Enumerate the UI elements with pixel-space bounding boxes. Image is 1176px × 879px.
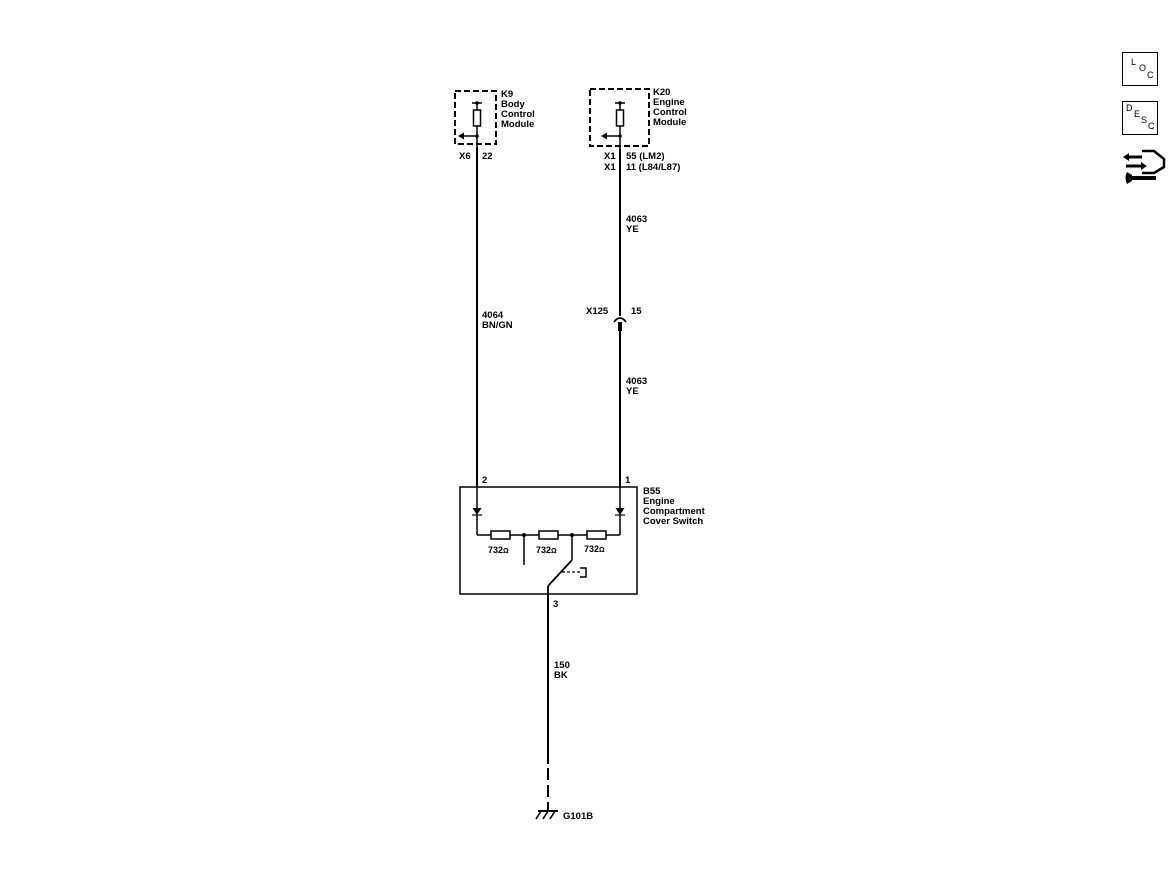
- k9-body-control-module[interactable]: K9 Body Control Module X6 22: [454, 89, 535, 162]
- desc-button[interactable]: D E S C: [1122, 101, 1158, 135]
- switch-pin-left: 2: [482, 475, 487, 486]
- switch-ref: B55: [643, 486, 661, 497]
- wire-4064-circuit: 4064: [482, 310, 504, 321]
- k20-connector-1: X1: [604, 151, 616, 162]
- switch-name-line-1: Engine: [643, 496, 675, 507]
- wire-150-circuit: 150: [554, 660, 570, 671]
- k9-ref: K9: [501, 89, 513, 100]
- b55-engine-compartment-cover-switch[interactable]: 2 1 B55 Engine Compartment Cover Switch …: [459, 475, 706, 610]
- k9-module-outline: [454, 90, 497, 145]
- ground-ref: G101B: [563, 811, 593, 822]
- resistor-3: [586, 530, 607, 540]
- connector-male-icon: [618, 322, 622, 331]
- x125-pin: 15: [631, 306, 642, 317]
- k20-name-line-2: Control: [653, 107, 687, 118]
- resistor-1: [490, 530, 511, 540]
- resistor-1-value: 732Ω: [488, 545, 509, 555]
- switch-actuator-icon: [580, 567, 587, 578]
- wire-4063-lower-color: YE: [626, 386, 639, 397]
- k20-input-arrow-icon: [601, 132, 607, 140]
- desc-letter-1: D: [1126, 103, 1133, 113]
- k9-internal-resistor: [472, 109, 482, 127]
- terminal-arrow-icon: [615, 508, 625, 515]
- resistor-2: [538, 530, 559, 540]
- k9-pin: 22: [482, 151, 493, 162]
- wire-150-color: BK: [554, 670, 568, 681]
- k20-name-line-1: Engine: [653, 97, 685, 108]
- wire-4063-upper-circuit: 4063: [626, 214, 647, 225]
- k20-pin-2: 11 (L84/L87): [626, 162, 680, 173]
- switch-outline: [459, 486, 638, 595]
- k9-name-line-1: Body: [501, 99, 525, 110]
- k9-connector: X6: [459, 151, 471, 162]
- k20-engine-control-module[interactable]: K20 Engine Control Module X1 55 (LM2) X1…: [589, 87, 687, 173]
- wire-4064[interactable]: 4064 BN/GN: [476, 147, 513, 488]
- wire-4063-upper-color: YE: [626, 224, 639, 235]
- wire-150[interactable]: 150 BK: [547, 595, 570, 811]
- k20-ref: K20: [653, 87, 670, 98]
- wire-4063-lower-circuit: 4063: [626, 376, 647, 387]
- desc-letter-3: S: [1141, 115, 1148, 125]
- loc-button[interactable]: L O C: [1122, 52, 1158, 86]
- switch-name-line-2: Compartment: [643, 506, 706, 517]
- k9-name-line-2: Control: [501, 109, 535, 120]
- loc-letter-2: O: [1139, 63, 1147, 73]
- loc-letter-1: L: [1131, 57, 1137, 67]
- k9-input-arrow-icon: [458, 132, 464, 140]
- resistor-2-value: 732Ω: [536, 545, 557, 555]
- k20-connector-2: X1: [604, 162, 616, 173]
- ground-g101b[interactable]: G101B: [535, 810, 593, 822]
- connector-tool-icon: [1123, 149, 1166, 184]
- connector-tool-button[interactable]: [1122, 148, 1166, 188]
- switch-name-line-3: Cover Switch: [643, 516, 703, 527]
- desc-letter-2: E: [1134, 109, 1141, 119]
- terminal-arrow-icon: [472, 508, 482, 515]
- ground-icon: [535, 810, 542, 820]
- x125-ref: X125: [586, 306, 609, 317]
- desc-letter-4: C: [1148, 121, 1155, 131]
- connector-female-icon: [613, 317, 627, 323]
- loc-letter-3: C: [1147, 70, 1154, 80]
- k20-pin-1: 55 (LM2): [626, 151, 665, 162]
- switch-blade: [547, 559, 573, 587]
- switch-pin-bottom: 3: [553, 599, 558, 610]
- wire-4064-color: BN/GN: [482, 320, 513, 331]
- k20-internal-resistor: [615, 109, 625, 127]
- inline-connector-x125[interactable]: X125 15: [586, 306, 642, 331]
- k20-name-line-3: Module: [653, 117, 686, 128]
- resistor-3-value: 732Ω: [584, 544, 605, 554]
- switch-pin-right: 1: [625, 475, 631, 486]
- wire-4063[interactable]: 4063 YE X125 15 4063 YE: [586, 149, 647, 488]
- k9-name-line-3: Module: [501, 119, 534, 130]
